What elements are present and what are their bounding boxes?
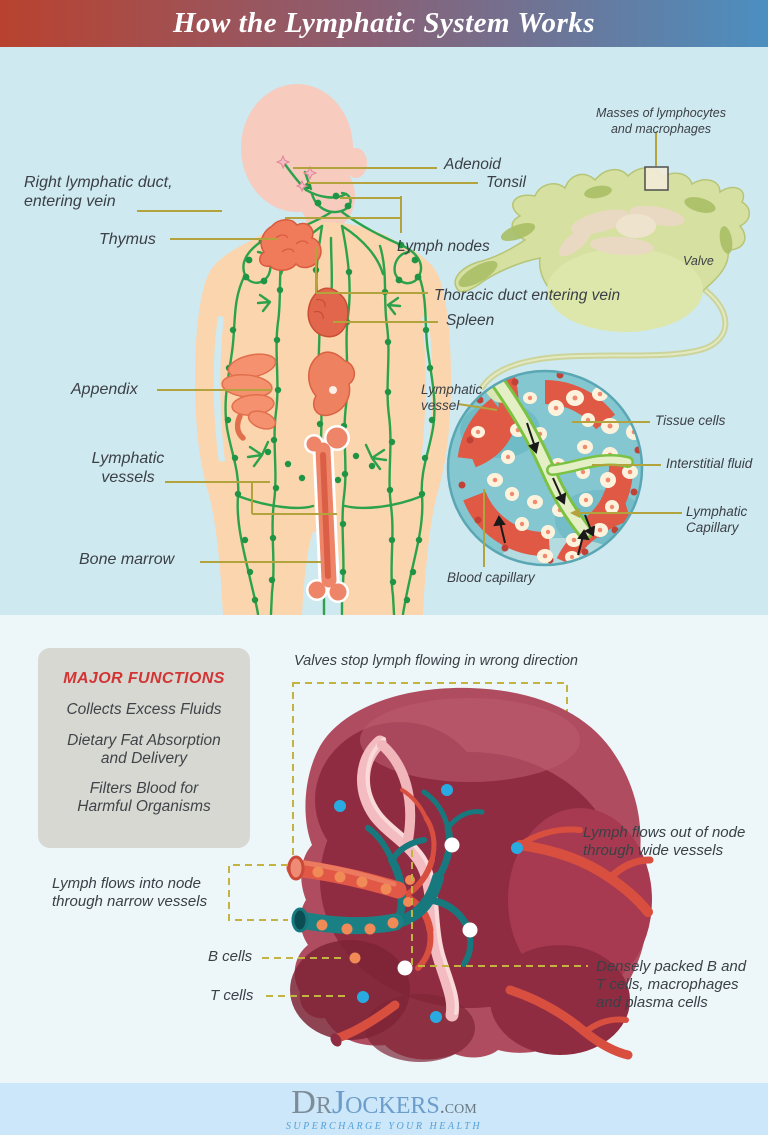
label-masses-of-lymphocytes: Masses of lymphocytes and macrophages — [596, 106, 726, 136]
inset-highlight-square — [644, 166, 669, 191]
arm-gap-right — [421, 316, 433, 462]
function-item: Dietary Fat Absorption and Delivery — [67, 731, 221, 767]
function-item: Collects Excess Fluids — [66, 701, 222, 718]
adenoid-tonsil-marks — [275, 154, 318, 193]
label-t-cells: T cells — [210, 987, 254, 1004]
label-right-lymphatic-duct: Right lymphatic duct, entering vein — [24, 174, 173, 211]
label-lymphatic-vessel: Lymphatic vessel — [421, 382, 483, 414]
label-lymphatic-vessels: Lymphatic vessels — [91, 450, 165, 487]
micrograph-circle — [446, 369, 644, 567]
label-valve: Valve — [683, 254, 714, 268]
b-cell-dots — [312, 866, 415, 964]
label-thoracic-duct: Thoracic duct entering vein — [434, 287, 621, 304]
micrograph-leader-lines — [457, 403, 682, 567]
logo-name: Jockers — [331, 1084, 440, 1121]
logo-tld: .com — [439, 1096, 477, 1118]
footer: DrJockers.com SUPERCHARGE YOUR HEALTH — [0, 1083, 768, 1135]
node-artwork — [228, 682, 654, 1062]
efferent-vessels-red — [333, 826, 654, 1060]
label-spleen: Spleen — [446, 312, 495, 329]
logo-prefix: Dr — [291, 1084, 332, 1121]
function-item: Filters Blood for Harmful Organisms — [77, 780, 211, 816]
node-cross-section — [286, 687, 654, 1062]
flow-in-bracket — [228, 864, 288, 921]
title-banner: How the Lymphatic System Works — [0, 0, 768, 47]
major-functions-title: MAJOR FUNCTIONS — [63, 670, 225, 687]
label-tissue-cells: Tissue cells — [655, 413, 726, 428]
label-flow-in: Lymph flows into node through narrow ves… — [52, 875, 208, 910]
anatomy-section — [0, 47, 768, 615]
label-interstitial-fluid: Interstitial fluid — [666, 456, 753, 471]
label-thymus: Thymus — [99, 231, 156, 248]
drjockers-logo: DrJockers.com — [291, 1086, 476, 1120]
label-lymph-nodes: Lymph nodes — [397, 238, 490, 255]
label-valves-note: Valves stop lymph flowing in wrong direc… — [294, 653, 578, 669]
label-b-cells: B cells — [208, 948, 253, 965]
label-densely-packed: Densely packed B and T cells, macrophage… — [596, 958, 747, 1011]
label-adenoid: Adenoid — [444, 156, 501, 173]
leader-lines — [137, 167, 478, 563]
label-lymphatic-capillary: Lymphatic Capillary — [686, 504, 748, 536]
flow-arrows — [493, 422, 596, 556]
anatomy-artwork — [137, 84, 750, 615]
thymus-organ — [259, 219, 322, 271]
label-blood-capillary: Blood capillary — [447, 570, 535, 585]
white-cell-dots — [397, 837, 478, 976]
stomach-organ — [308, 351, 356, 417]
page-title: How the Lymphatic System Works — [172, 7, 596, 39]
major-functions-box: MAJOR FUNCTIONS Collects Excess Fluids D… — [38, 648, 250, 848]
t-cell-dots — [334, 784, 523, 1023]
label-tonsil: Tonsil — [486, 174, 526, 191]
logo-tagline: SUPERCHARGE YOUR HEALTH — [285, 1121, 483, 1132]
lymphatic-capillary-art — [484, 371, 634, 540]
label-flow-out: Lymph flows out of node through wide ves… — [583, 824, 746, 859]
intestine-appendix-organ — [221, 353, 277, 441]
dashed-pointer-lines — [228, 850, 588, 997]
lymph-node-inset — [454, 132, 750, 391]
label-bone-marrow: Bone marrow — [79, 551, 175, 568]
spleen-organ — [307, 287, 349, 338]
label-appendix: Appendix — [71, 381, 138, 398]
bone-marrow-core — [320, 452, 331, 579]
